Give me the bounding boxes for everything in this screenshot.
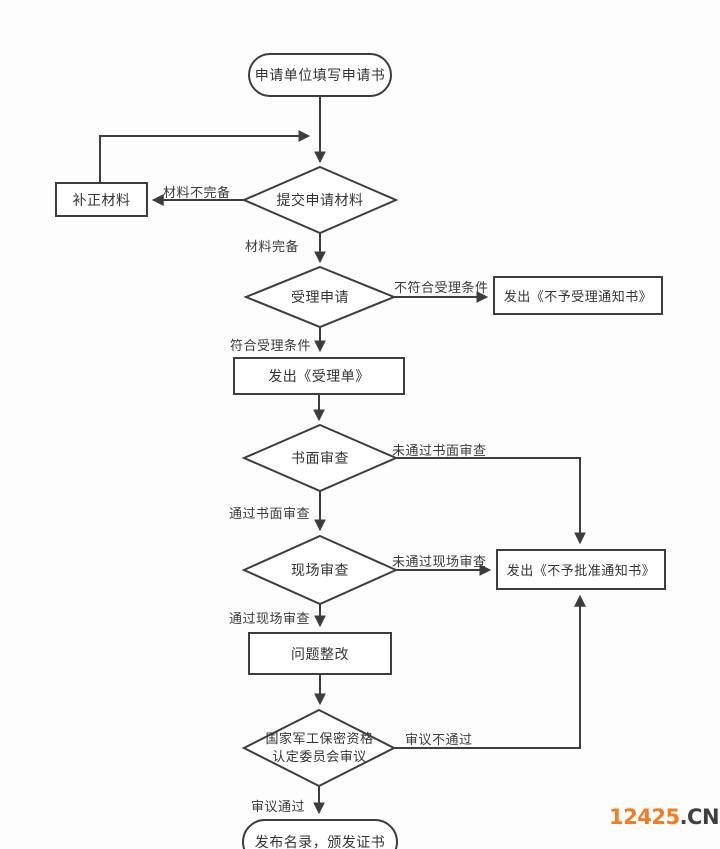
edge-supplement-loop <box>99 130 311 182</box>
edge-label-fail-onsite: 未通过现场审查 <box>392 554 487 569</box>
diamond-onsite <box>241 534 399 606</box>
edge-label-complete: 材料完备 <box>245 239 300 254</box>
node-accept-form: 发出《受理单》 <box>233 357 405 395</box>
logo-suffix: .CN <box>679 805 720 829</box>
diamond-committee <box>241 708 397 788</box>
edge-committee-to-no-approve <box>394 594 586 749</box>
node-start: 申请单位填写申请书 <box>248 53 392 97</box>
node-notice-no-accept: 发出《不予受理通知书》 <box>493 276 663 315</box>
edge-label-pass-onsite: 通过现场审查 <box>229 611 311 626</box>
diamond-accept <box>243 265 397 329</box>
edge-written-to-no-approve <box>396 457 586 545</box>
edge-label-fail-committee: 审议不通过 <box>405 732 473 747</box>
node-notice-no-approve: 发出《不予批准通知书》 <box>496 549 666 590</box>
watermark-logo: 12425.CN <box>609 805 720 829</box>
edge-label-qualified: 符合受理条件 <box>230 338 312 353</box>
edge-label-incomplete: 材料不完备 <box>163 185 231 200</box>
edge-label-pass-written: 通过书面审查 <box>229 506 311 521</box>
diamond-written <box>241 423 399 493</box>
node-rectify: 问题整改 <box>248 632 392 675</box>
node-supplement-materials: 补正材料 <box>55 182 148 217</box>
diamond-submit <box>241 165 399 235</box>
edge-label-fail-written: 未通过书面审查 <box>392 443 487 458</box>
edge-label-pass-committee: 审议通过 <box>251 799 306 814</box>
edge-label-not-qualified: 不符合受理条件 <box>394 280 489 295</box>
node-end: 发布名录，颁发证书 <box>242 819 398 849</box>
logo-number: 12425 <box>609 805 680 829</box>
